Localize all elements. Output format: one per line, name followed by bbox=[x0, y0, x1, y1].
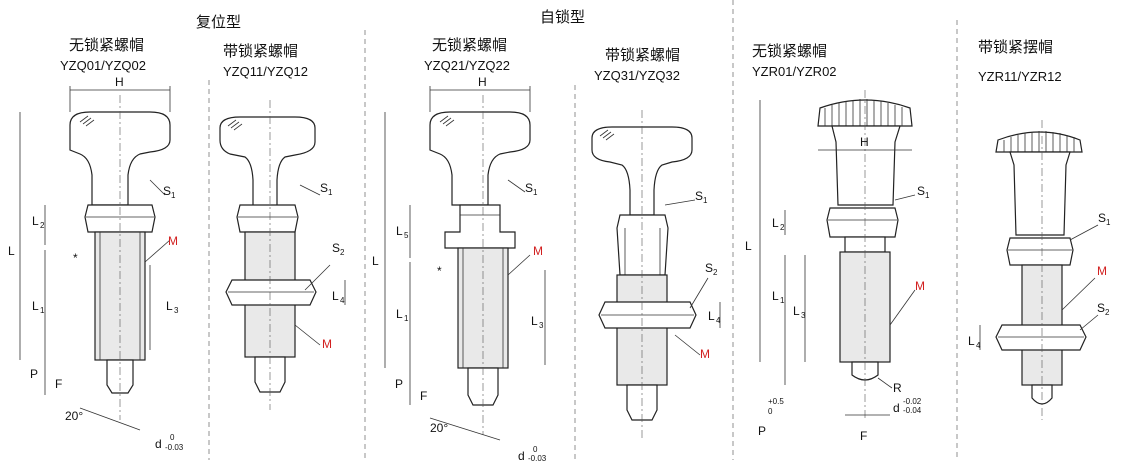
pin5-p-tol-lower: 0 bbox=[768, 407, 773, 416]
self-lock-type-title: 自锁型 bbox=[540, 8, 585, 26]
pin4-label-s2-sub: 2 bbox=[713, 268, 718, 277]
pin4-label-l4-sub: 4 bbox=[716, 316, 721, 325]
pin3-label-h: H bbox=[478, 75, 487, 89]
pin1-label-angle: 20° bbox=[65, 409, 83, 423]
part-4-name: 带锁紧螺帽 bbox=[605, 46, 680, 64]
pin5-label-l2: L bbox=[772, 216, 779, 230]
pin3-label-m: M bbox=[533, 244, 543, 258]
pin2-label-s1-sub: 1 bbox=[328, 188, 333, 197]
pin3-label-s1: S bbox=[525, 181, 533, 195]
pin4-label-s1: S bbox=[695, 189, 703, 203]
pin-4-drawing bbox=[591, 110, 721, 440]
pin5-label-s1-sub: 1 bbox=[925, 191, 930, 200]
pin6-label-s2: S bbox=[1097, 301, 1105, 315]
pin6-label-s1: S bbox=[1098, 211, 1106, 225]
pin1-label-l: L bbox=[8, 244, 15, 258]
pin4-label-s1-sub: 1 bbox=[703, 196, 708, 205]
pin5-d-tol-upper: -0.02 bbox=[903, 397, 922, 406]
pin-6-drawing bbox=[979, 120, 1099, 420]
pin1-d-tol-lower: -0.03 bbox=[165, 443, 184, 452]
pin3-label-l5: L bbox=[396, 224, 403, 238]
part-2-code: YZQ11/YZQ12 bbox=[223, 64, 308, 79]
part-1-name: 无锁紧螺帽 bbox=[69, 36, 144, 54]
pin4-label-m: M bbox=[700, 347, 710, 361]
pin2-label-l4: L bbox=[332, 289, 339, 303]
pin5-label-l3: L bbox=[793, 304, 800, 318]
pin2-label-s2-sub: 2 bbox=[340, 248, 345, 257]
pin5-label-l2-sub: 2 bbox=[780, 223, 785, 232]
pin2-label-s1: S bbox=[320, 181, 328, 195]
pin1-label-l1: L bbox=[32, 299, 39, 313]
part-1-code: YZQ01/YZQ02 bbox=[60, 58, 146, 73]
pin3-d-tol-lower: -0.03 bbox=[528, 454, 547, 463]
part-3-name: 无锁紧螺帽 bbox=[432, 36, 507, 54]
pin-1-drawing bbox=[19, 86, 171, 431]
part-3-code: YZQ21/YZQ22 bbox=[424, 58, 510, 73]
pin5-label-d: d bbox=[893, 401, 900, 415]
part-4-code: YZQ31/YZQ32 bbox=[594, 68, 680, 83]
pin1-label-l3: L bbox=[166, 299, 173, 313]
pin5-label-h: H bbox=[860, 135, 869, 149]
pin5-label-s1: S bbox=[917, 184, 925, 198]
pin2-label-s2: S bbox=[332, 241, 340, 255]
pin3-label-s1-sub: 1 bbox=[533, 188, 538, 197]
pin3-label-f: F bbox=[420, 389, 427, 403]
pin5-label-r: R bbox=[893, 381, 902, 395]
pin6-label-s2-sub: 2 bbox=[1105, 308, 1110, 317]
pin1-label-f: F bbox=[55, 377, 62, 391]
pin-5-drawing bbox=[759, 90, 916, 420]
pin1-label-l3-sub: 3 bbox=[174, 306, 179, 315]
pin3-label-p: P bbox=[395, 377, 403, 391]
pin2-label-l4-sub: 4 bbox=[340, 296, 345, 305]
pin3-label-l1-sub: 1 bbox=[404, 314, 409, 323]
pin6-label-s1-sub: 1 bbox=[1106, 218, 1111, 227]
pin3-d-tol-upper: 0 bbox=[533, 445, 538, 454]
pin1-label-p: P bbox=[30, 367, 38, 381]
pin-3-drawing bbox=[384, 86, 546, 441]
pin1-label-d: d bbox=[155, 437, 162, 451]
pin5-label-l: L bbox=[745, 239, 752, 253]
pin3-label-star: * bbox=[437, 264, 442, 278]
pin3-label-l5-sub: 5 bbox=[404, 231, 409, 240]
pin5-label-m: M bbox=[915, 279, 925, 293]
pin1-label-s1-sub: 1 bbox=[171, 191, 176, 200]
pin5-p-tol-upper: +0.5 bbox=[768, 397, 784, 406]
part-5-name: 无锁紧螺帽 bbox=[752, 42, 827, 60]
pin3-label-angle: 20° bbox=[430, 421, 448, 435]
part-2-name: 带锁紧螺帽 bbox=[223, 42, 298, 60]
pin3-label-l3-sub: 3 bbox=[539, 321, 544, 330]
pin1-label-s1: S bbox=[163, 184, 171, 198]
pin3-label-l3: L bbox=[531, 314, 538, 328]
pin-2-drawing bbox=[219, 100, 346, 410]
pin6-label-l4: L bbox=[968, 334, 975, 348]
pin1-label-star: * bbox=[73, 251, 78, 265]
pin4-label-s2: S bbox=[705, 261, 713, 275]
part-5-code: YZR01/YZR02 bbox=[752, 64, 837, 79]
pin3-label-d: d bbox=[518, 449, 525, 463]
pin6-label-l4-sub: 4 bbox=[976, 341, 981, 350]
pin5-label-f: F bbox=[860, 429, 867, 443]
part-6-name: 带锁紧摆帽 bbox=[978, 38, 1053, 56]
part-6-code: YZR11/YZR12 bbox=[978, 69, 1062, 84]
reset-type-title: 复位型 bbox=[196, 13, 241, 31]
pin1-label-l1-sub: 1 bbox=[40, 306, 45, 315]
pin5-label-l1-sub: 1 bbox=[780, 296, 785, 305]
pin1-label-h: H bbox=[115, 75, 124, 89]
pin5-label-l1: L bbox=[772, 289, 779, 303]
pin5-label-l3-sub: 3 bbox=[801, 311, 806, 320]
pin5-d-tol-lower: -0.04 bbox=[903, 406, 922, 415]
pin1-label-l2-sub: 2 bbox=[40, 221, 45, 230]
pin6-label-m: M bbox=[1097, 264, 1107, 278]
pin3-label-l: L bbox=[372, 254, 379, 268]
pin2-label-m: M bbox=[322, 337, 332, 351]
pin4-label-l4: L bbox=[708, 309, 715, 323]
pin3-label-l1: L bbox=[396, 307, 403, 321]
pin1-d-tol-upper: 0 bbox=[170, 433, 175, 442]
pin5-label-p: P bbox=[758, 424, 766, 438]
pin1-label-m: M bbox=[168, 234, 178, 248]
pin1-label-l2: L bbox=[32, 214, 39, 228]
